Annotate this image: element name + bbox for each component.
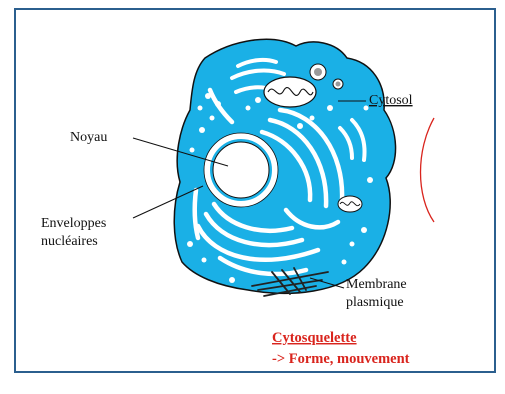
- mitochondrion-small: [338, 196, 362, 212]
- label-noyau: Noyau: [70, 130, 107, 145]
- label-plasmique: plasmique: [346, 295, 404, 310]
- neighbour-cell-edge: [421, 118, 435, 222]
- label-nucleaires: nucléaires: [41, 234, 98, 249]
- label-membrane: Membrane: [346, 277, 407, 292]
- label-cytosquelette: Cytosquelette: [272, 330, 357, 346]
- nucleus: [204, 133, 278, 207]
- label-enveloppes: Enveloppes: [41, 216, 106, 231]
- mitochondrion: [264, 77, 316, 107]
- label-fonction: -> Forme, mouvement: [272, 351, 410, 367]
- label-cytosol: Cytosol: [369, 93, 413, 108]
